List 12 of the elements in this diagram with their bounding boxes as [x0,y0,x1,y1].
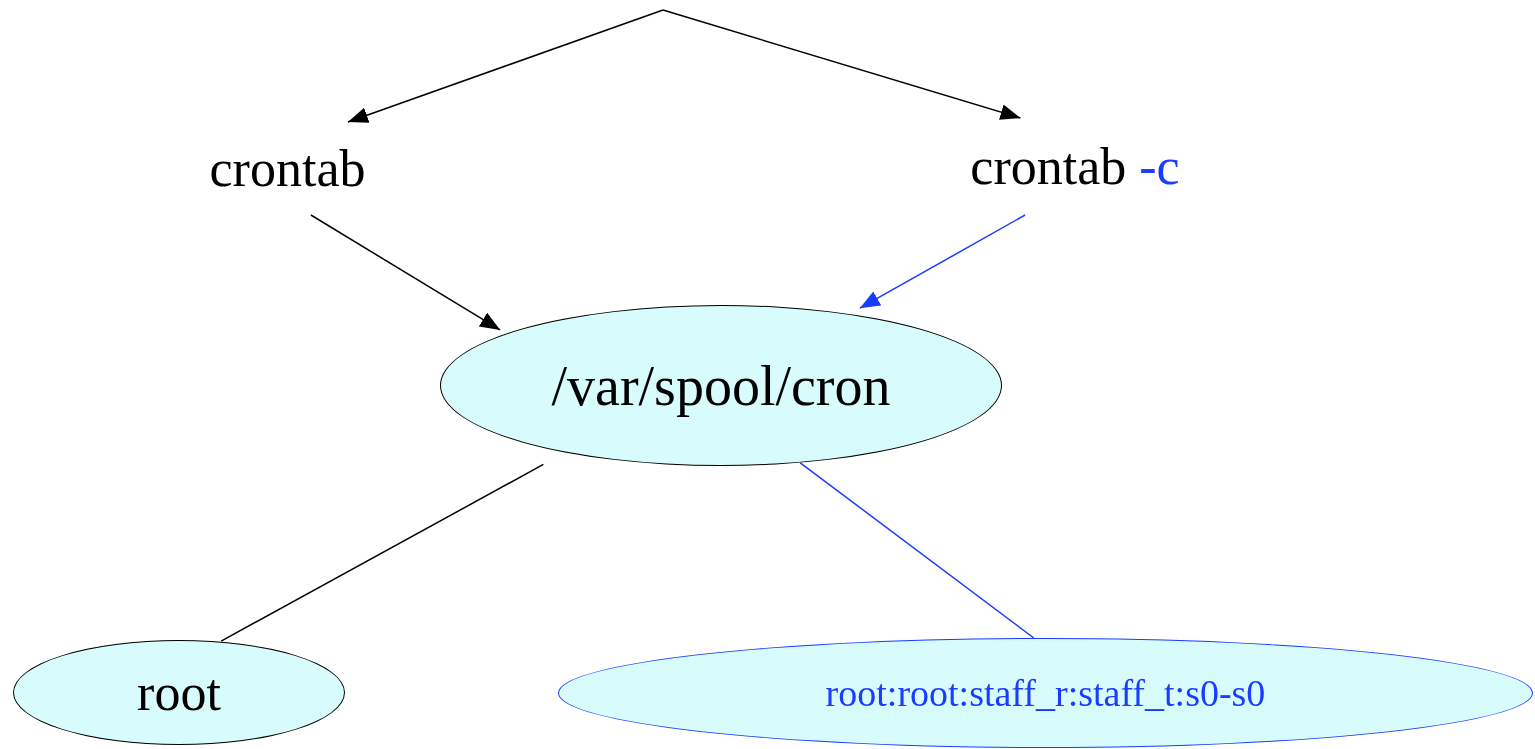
node-label: /var/spool/cron [551,353,891,418]
arrow [310,214,501,331]
connector-line [799,462,1035,639]
arrow [347,9,664,123]
arrow [859,214,1026,309]
arrow [662,9,1022,120]
node-label: root:root:staff_r:staff_t:s0-s0 [825,671,1266,715]
connector-line [220,463,545,642]
node-label: crontab [970,137,1127,196]
node-label: root [137,663,221,722]
node-label: -c [1139,137,1180,196]
node-label: crontab [209,139,366,198]
